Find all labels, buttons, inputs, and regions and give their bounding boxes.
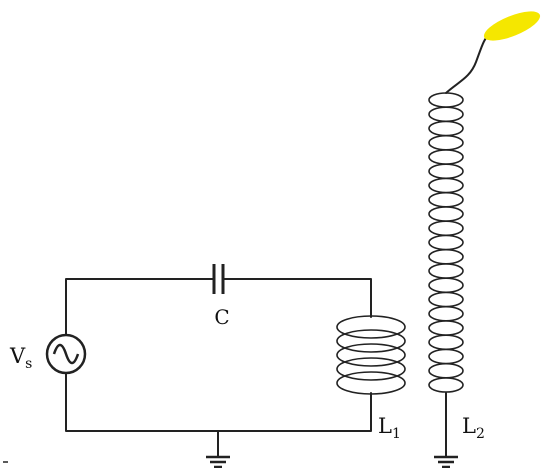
secondary-coil-turn xyxy=(428,248,464,265)
secondary-coil-turn xyxy=(428,163,464,180)
secondary-ground-icon xyxy=(434,455,458,468)
secondary-coil-turn xyxy=(428,206,464,222)
secondary-coil-turn xyxy=(428,377,464,393)
secondary-coil-turn xyxy=(428,149,464,165)
secondary-coil-turn xyxy=(428,134,464,151)
secondary-coil-turn xyxy=(428,362,464,379)
secondary-coil-turn xyxy=(428,234,464,251)
capacitor-label: C xyxy=(214,305,229,329)
secondary-coil-turn xyxy=(428,106,464,123)
primary-coil-turn xyxy=(336,329,406,353)
capacitor xyxy=(212,264,225,294)
top-wire-left xyxy=(65,278,215,335)
secondary-coil-turn xyxy=(428,177,464,194)
secondary-coil-label: L2 xyxy=(462,414,485,442)
primary-coil xyxy=(336,315,406,395)
secondary-coil-turn xyxy=(428,348,464,365)
top-wire-right xyxy=(222,278,372,318)
secondary-coil-turn xyxy=(428,92,464,108)
secondary-coil-turn xyxy=(428,191,464,208)
sine-wave-icon xyxy=(52,343,80,365)
secondary-coil-turn xyxy=(428,120,464,137)
primary-circuit-wires xyxy=(65,278,372,458)
bottom-wire xyxy=(65,373,372,432)
primary-coil-turn xyxy=(336,357,406,381)
top-load-electrode xyxy=(483,11,541,41)
secondary-coil-turn xyxy=(428,220,464,237)
primary-coil-turn xyxy=(336,371,406,395)
top-load-lead xyxy=(445,33,491,94)
secondary-coil-turn xyxy=(428,320,464,336)
secondary-coil xyxy=(428,92,464,393)
secondary-coil-turn xyxy=(428,334,464,351)
primary-coil-turn xyxy=(336,343,406,367)
secondary-coil-turn xyxy=(428,291,464,308)
secondary-coil-turn xyxy=(428,305,464,322)
primary-ground-icon xyxy=(206,455,230,468)
secondary-coil-turn xyxy=(428,263,464,279)
primary-coil-turn xyxy=(336,315,406,339)
ac-source xyxy=(45,333,87,375)
primary-coil-label: L1 xyxy=(378,414,401,442)
source-label: Vs xyxy=(9,344,32,372)
secondary-coil-turn xyxy=(428,277,464,294)
